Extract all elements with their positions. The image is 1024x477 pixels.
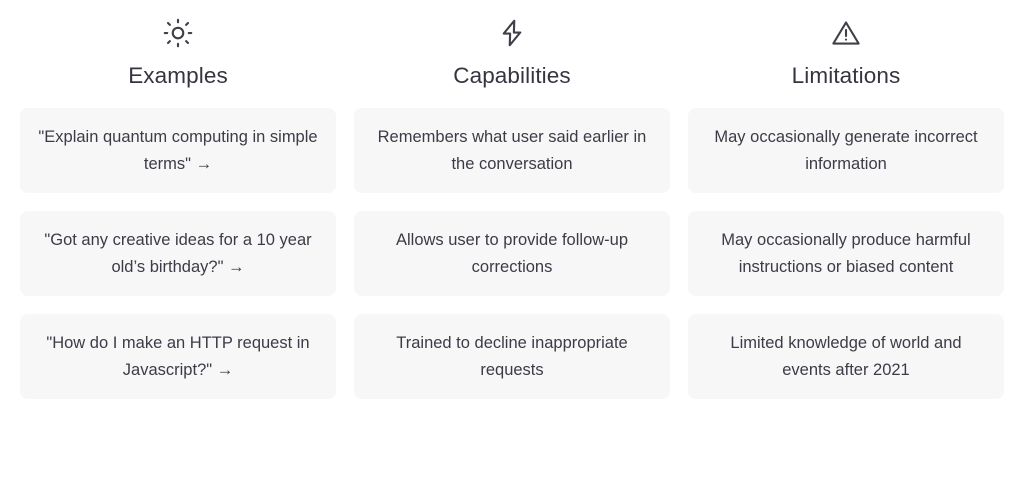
example-card-1-text: "Explain quantum computing in simple ter… (38, 127, 318, 173)
sun-icon (161, 16, 195, 50)
column-examples: Examples "Explain quantum computing in s… (20, 16, 336, 399)
column-limitations: Limitations May occasionally generate in… (688, 16, 1004, 399)
column-capabilities: Capabilities Remembers what user said ea… (354, 16, 670, 399)
example-card-2[interactable]: "Got any creative ideas for a 10 year ol… (20, 211, 336, 296)
example-card-1[interactable]: "Explain quantum computing in simple ter… (20, 108, 336, 193)
limitation-card-3-text: Limited knowledge of world and events af… (730, 333, 962, 379)
limitation-card-1-text: May occasionally generate incorrect info… (714, 127, 978, 173)
card-list-limitations: May occasionally generate incorrect info… (688, 108, 1004, 399)
capability-card-2: Allows user to provide follow-up correct… (354, 211, 670, 296)
capability-card-3-text: Trained to decline inappropriate request… (396, 333, 628, 379)
capability-card-3: Trained to decline inappropriate request… (354, 314, 670, 399)
lightning-bolt-icon (495, 16, 529, 50)
card-list-examples: "Explain quantum computing in simple ter… (20, 108, 336, 399)
column-title-capabilities: Capabilities (453, 63, 571, 88)
column-title-examples: Examples (128, 63, 228, 88)
column-title-limitations: Limitations (791, 63, 901, 88)
limitation-card-2: May occasionally produce harmful instruc… (688, 211, 1004, 296)
capability-card-2-text: Allows user to provide follow-up correct… (395, 230, 629, 276)
column-header-examples: Examples (20, 16, 336, 90)
example-card-3[interactable]: "How do I make an HTTP request in Javasc… (20, 314, 336, 399)
example-card-3-text: "How do I make an HTTP request in Javasc… (46, 333, 310, 379)
card-list-capabilities: Remembers what user said earlier in the … (354, 108, 670, 399)
limitation-card-3: Limited knowledge of world and events af… (688, 314, 1004, 399)
capability-card-1: Remembers what user said earlier in the … (354, 108, 670, 193)
limitation-card-1: May occasionally generate incorrect info… (688, 108, 1004, 193)
example-card-2-text: "Got any creative ideas for a 10 year ol… (44, 230, 312, 276)
column-header-capabilities: Capabilities (354, 16, 670, 90)
capability-card-1-text: Remembers what user said earlier in the … (377, 127, 647, 173)
warning-triangle-icon (829, 16, 863, 50)
limitation-card-2-text: May occasionally produce harmful instruc… (721, 230, 971, 276)
column-header-limitations: Limitations (688, 16, 1004, 90)
